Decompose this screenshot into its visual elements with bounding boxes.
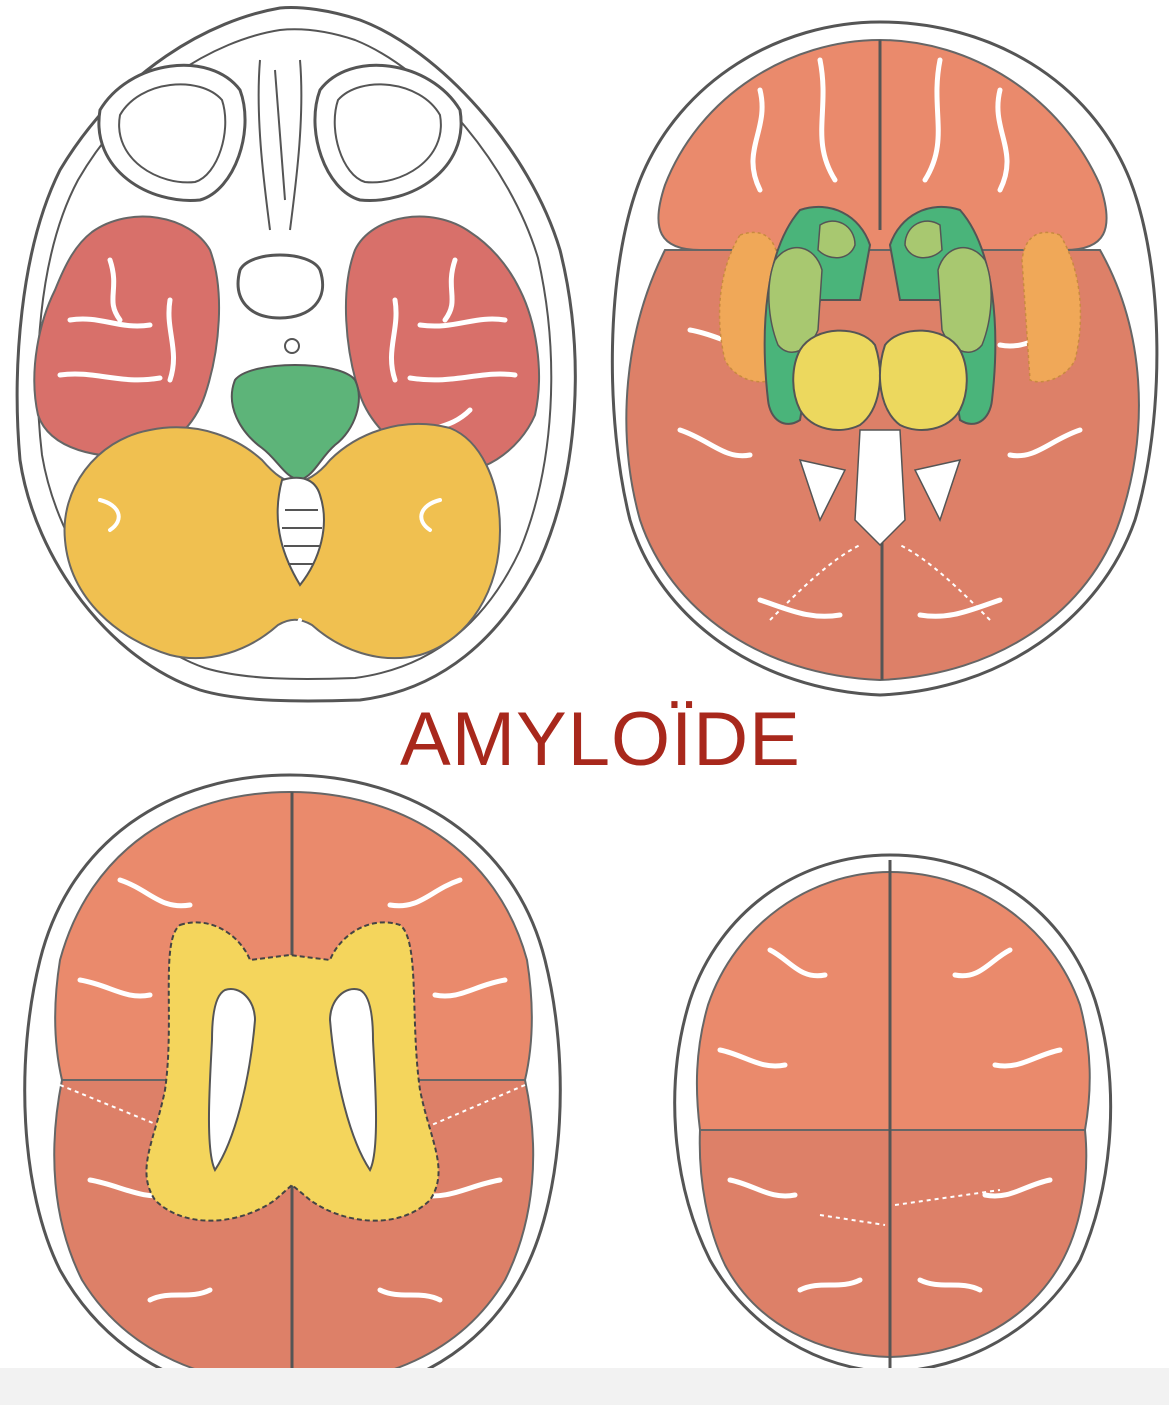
panel-skull-base [17,8,575,701]
right-thalamus [880,331,967,430]
basilar-dot [285,339,299,353]
panel-ventricles [25,775,561,1400]
panel-vertex [675,855,1111,1372]
panel-basal-ganglia [612,22,1157,695]
left-thalamus [793,331,880,430]
figure-title: AMYLOÏDE [400,697,801,782]
periventricular-white-matter [146,922,438,1220]
cortex-posterior-4 [700,1130,1087,1357]
bottom-band [0,1368,1169,1405]
sella [238,255,323,318]
